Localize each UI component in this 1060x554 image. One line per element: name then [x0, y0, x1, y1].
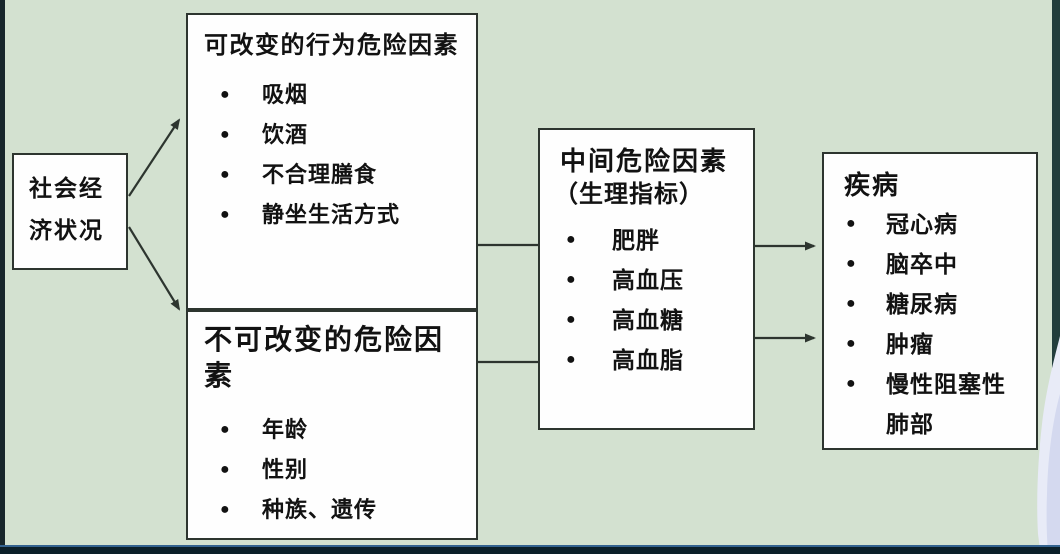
- behavioral-item-label: 饮酒: [262, 122, 309, 147]
- intermediate-item-label: 肥胖: [612, 227, 660, 253]
- list-item: ● 性别: [188, 450, 476, 490]
- nonmodifiable-risk-factors-box: 不可改变的危险因素 ● 年龄 ● 性别 ● 种族、遗传: [186, 310, 478, 540]
- socioeconomic-status-box: 社会经 济状况: [12, 153, 128, 270]
- diseases-box: 疾病 ● 冠心病 ● 脑卒中 ● 糖尿病 ● 肿瘤 ● 慢性阻塞性肺部: [822, 152, 1038, 450]
- intermediate-box-subtitle: （生理指标）: [554, 181, 704, 208]
- list-item: ● 高血糖: [540, 300, 753, 340]
- list-item: ● 高血脂: [540, 340, 753, 380]
- list-item: ● 静坐生活方式: [188, 195, 476, 235]
- arrow-socio-to-nonmodifiable: [128, 226, 181, 311]
- bullet-icon: ●: [566, 271, 576, 288]
- list-item: ● 饮酒: [188, 115, 476, 155]
- list-item: ● 糖尿病: [824, 284, 1036, 324]
- nonmodifiable-item-label: 性别: [262, 457, 309, 482]
- intermediate-box-title: 中间危险因素: [560, 146, 729, 176]
- list-item: ● 高血压: [540, 260, 753, 300]
- nonmodifiable-item-label: 年龄: [262, 417, 309, 442]
- behavioral-item-label: 吸烟: [262, 82, 309, 107]
- socioeconomic-label-line2: 济状况: [29, 217, 104, 243]
- disease-item-label: 肿瘤: [886, 331, 934, 357]
- disease-item-label: 糖尿病: [886, 291, 958, 317]
- behavioral-risk-factors-box: 可改变的行为危险因素 ● 吸烟 ● 饮酒 ● 不合理膳食 ● 静坐生活方式: [186, 13, 478, 310]
- diseases-box-title: 疾病: [844, 170, 901, 200]
- bullet-icon: ●: [566, 311, 576, 328]
- bullet-icon: ●: [220, 461, 230, 478]
- right-frame-edge: [1052, 0, 1060, 554]
- behavioral-box-title: 可改变的行为危险因素: [204, 32, 459, 59]
- intermediate-risk-factors-box: 中间危险因素 （生理指标） ● 肥胖 ● 高血压 ● 高血糖 ● 高血脂: [538, 128, 755, 430]
- bullet-icon: ●: [846, 295, 856, 312]
- disease-item-label: 冠心病: [886, 211, 958, 237]
- list-item: ● 种族、遗传: [188, 490, 476, 530]
- intermediate-item-label: 高血压: [612, 267, 684, 293]
- arrow-socio-to-behavioral: [128, 118, 181, 197]
- intermediate-item-label: 高血脂: [612, 347, 684, 373]
- list-item: ● 不合理膳食: [188, 155, 476, 195]
- bullet-icon: ●: [566, 231, 576, 248]
- nonmodifiable-item-label: 种族、遗传: [262, 497, 378, 522]
- bullet-icon: ●: [220, 126, 230, 143]
- list-item: ● 肥胖: [540, 220, 753, 260]
- presenter-silhouette: [1037, 336, 1060, 554]
- socioeconomic-label-line1: 社会经: [29, 175, 104, 201]
- disease-item-label: 脑卒中: [886, 251, 958, 277]
- behavioral-item-label: 静坐生活方式: [262, 202, 401, 227]
- bullet-icon: ●: [220, 206, 230, 223]
- disease-item-label: 慢性阻塞性肺部: [886, 371, 1006, 437]
- list-item: ● 冠心病: [824, 204, 1036, 244]
- bullet-icon: ●: [846, 375, 856, 392]
- list-item: ● 年龄: [188, 410, 476, 450]
- bullet-icon: ●: [220, 501, 230, 518]
- left-frame-edge: [0, 0, 5, 554]
- bottom-bar: [0, 545, 1060, 554]
- bullet-icon: ●: [846, 335, 856, 352]
- bullet-icon: ●: [846, 255, 856, 272]
- list-item: ● 慢性阻塞性肺部: [824, 364, 1036, 444]
- list-item: ● 脑卒中: [824, 244, 1036, 284]
- behavioral-item-label: 不合理膳食: [262, 162, 378, 187]
- bullet-icon: ●: [220, 166, 230, 183]
- intermediate-item-label: 高血糖: [612, 307, 684, 333]
- list-item: ● 肿瘤: [824, 324, 1036, 364]
- list-item: ● 吸烟: [188, 75, 476, 115]
- nonmodifiable-box-title: 不可改变的危险因素: [204, 324, 445, 391]
- bullet-icon: ●: [220, 421, 230, 438]
- bullet-icon: ●: [846, 215, 856, 232]
- bullet-icon: ●: [220, 86, 230, 103]
- bullet-icon: ●: [566, 351, 576, 368]
